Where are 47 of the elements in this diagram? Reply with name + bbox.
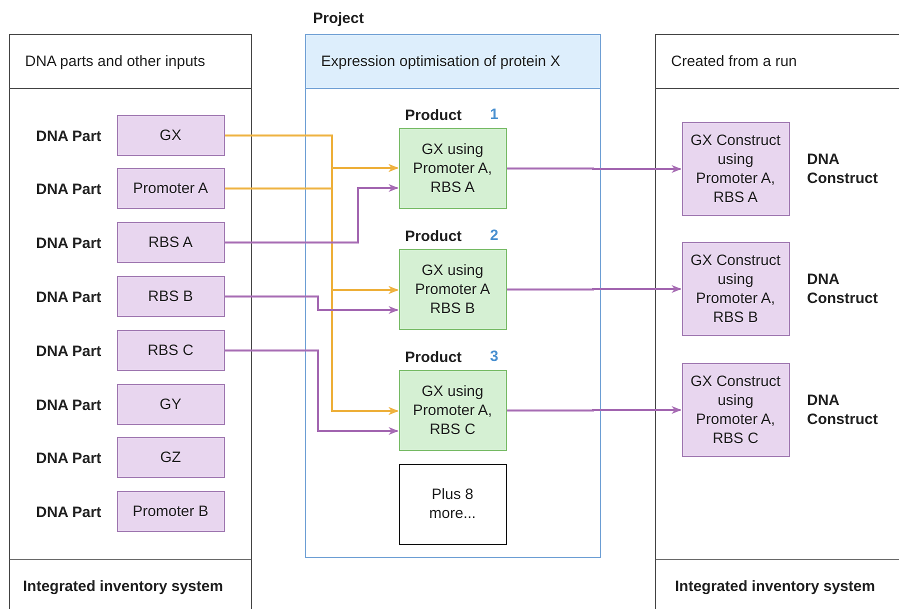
part-type-label: DNA Part — [36, 342, 102, 361]
part-type-label: DNA Part — [36, 449, 102, 468]
part-type-label: DNA Part — [36, 503, 102, 522]
panel-footer-label: Integrated inventory system — [675, 578, 876, 595]
panel-heading: Expression optimisation of protein X — [321, 53, 560, 70]
panel-heading: Created from a run — [671, 53, 797, 70]
panel-footer-label: Integrated inventory system — [23, 578, 224, 595]
connector-arrow — [224, 296, 398, 314]
product-number: 2 — [490, 227, 498, 244]
part-type-label: DNA Part — [36, 127, 102, 146]
connector-arrow — [506, 165, 682, 173]
construct-box: GX Construct using Promoter A, RBS A — [682, 122, 790, 216]
product-box: GX using Promoter A, RBS C — [398, 370, 506, 450]
part-box: Promoter A — [116, 168, 224, 208]
part-box: GY — [116, 384, 224, 424]
construct-type-label: DNA Construct — [807, 150, 879, 188]
connector-arrow — [224, 188, 398, 415]
part-type-label: DNA Part — [36, 396, 102, 415]
product-number: 1 — [490, 106, 498, 123]
part-type-label: DNA Part — [36, 180, 102, 199]
swimlane-panel — [655, 34, 899, 609]
product-label: Product — [405, 106, 462, 125]
construct-type-label: DNA Construct — [807, 391, 879, 429]
part-box: GZ — [116, 436, 224, 478]
panel-heading: DNA parts and other inputs — [25, 53, 206, 70]
product-label: Product — [405, 227, 462, 246]
part-box: Promoter B — [116, 490, 224, 532]
connector-arrow — [506, 285, 682, 293]
part-box: GX — [116, 114, 224, 156]
part-box: RBS B — [116, 276, 224, 316]
product-box: GX using Promoter A, RBS A — [398, 128, 506, 208]
part-box: RBS C — [116, 330, 224, 370]
connector-arrow — [224, 350, 398, 435]
construct-box: GX Construct using Promoter A, RBS B — [682, 242, 790, 336]
part-type-label: DNA Part — [36, 234, 102, 253]
part-box: RBS A — [116, 222, 224, 262]
product-number: 3 — [490, 348, 498, 365]
connector-arrow — [506, 406, 682, 414]
project-title: Project — [313, 10, 364, 27]
construct-box: GX Construct using Promoter A, RBS C — [682, 362, 790, 456]
swimlane-panel — [9, 34, 252, 609]
product-box: GX using Promoter A RBS B — [398, 248, 506, 330]
connector-arrow — [224, 184, 398, 244]
part-type-label: DNA Part — [36, 288, 102, 307]
more-box: Plus 8 more... — [398, 464, 506, 544]
product-label: Product — [405, 348, 462, 367]
construct-type-label: DNA Construct — [807, 270, 879, 308]
